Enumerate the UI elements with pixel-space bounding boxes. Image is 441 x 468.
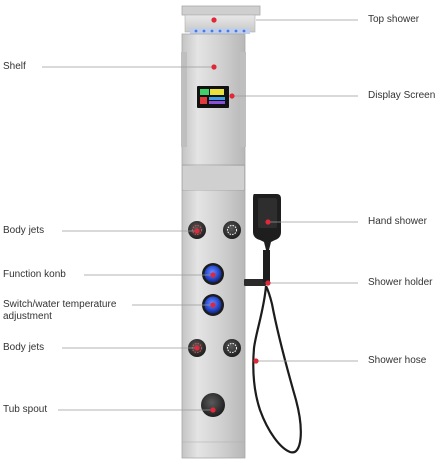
label-shelf: Shelf <box>3 61 26 72</box>
top-shower <box>181 5 261 34</box>
callout-dots <box>194 17 271 413</box>
shower-holder <box>244 279 266 286</box>
label-body-jets-lower: Body jets <box>3 342 45 353</box>
label-shower-holder: Shower holder <box>368 277 433 288</box>
shower-hose <box>252 285 302 454</box>
label-top-shower: Top shower <box>368 14 420 25</box>
label-function-knob: Function konb <box>3 269 66 280</box>
label-shower-hose: Shower hose <box>368 355 427 366</box>
label-hand-shower: Hand shower <box>368 216 427 227</box>
label-tub-spout: Tub spout <box>3 404 48 415</box>
hand-shower <box>253 194 281 282</box>
leader-lines <box>42 19 358 411</box>
label-display-screen: Display Screen <box>368 90 436 101</box>
tub-spout <box>201 393 225 417</box>
label-switch-temperature: Switch/water temperature adjustment <box>3 299 117 322</box>
display-screen <box>197 86 229 108</box>
label-body-jets-upper: Body jets <box>3 225 45 236</box>
